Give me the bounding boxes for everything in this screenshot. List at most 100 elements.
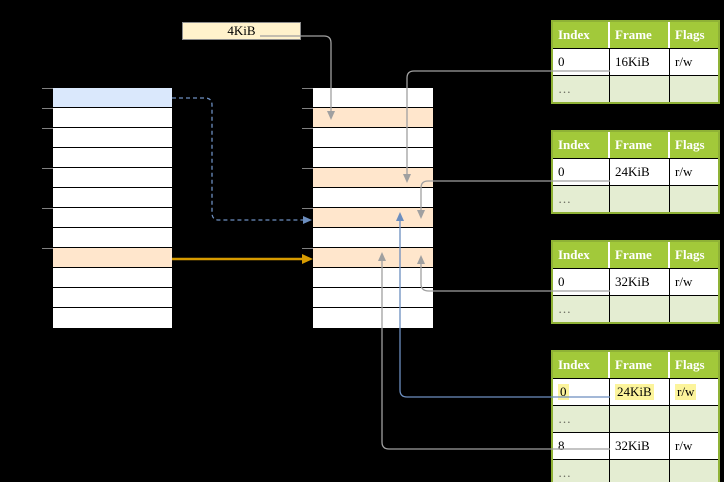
table-row: 0 24KiB r/w: [553, 378, 718, 405]
cell-value: 32KiB: [615, 438, 650, 453]
address-tick: [42, 128, 53, 129]
memory-row-white: [53, 168, 172, 188]
cell-value: 8: [558, 438, 565, 453]
table-cell: 32KiB: [610, 269, 670, 295]
table-row: 0 24KiB r/w: [553, 158, 718, 185]
left-memory-table: [52, 87, 173, 329]
memory-row-peach: [313, 208, 433, 228]
ellipsis-row: …: [553, 295, 718, 322]
table-cell: [670, 76, 718, 102]
table-cell: 24KiB: [610, 379, 670, 405]
cell-value: 24KiB: [615, 164, 650, 179]
cell-value: …: [558, 411, 571, 426]
arrowhead-right-icon: [303, 216, 312, 224]
table-cell: 0: [553, 379, 610, 405]
table-cell: …: [553, 76, 610, 102]
table-cell: [610, 460, 670, 482]
table-cell: 24KiB: [610, 159, 670, 185]
memory-row-white: [313, 128, 433, 148]
memory-row-white: [313, 308, 433, 328]
cell-value: 16KiB: [615, 54, 650, 69]
cell-value: 32KiB: [615, 274, 650, 289]
table-cell: …: [553, 460, 610, 482]
cell-value: …: [558, 81, 571, 96]
cell-value: …: [558, 465, 571, 480]
memory-row-white: [53, 188, 172, 208]
memory-row-peach: [313, 108, 433, 128]
address-tick: [42, 208, 53, 209]
ellipsis-row: …: [553, 75, 718, 102]
table-cell: 32KiB: [610, 433, 670, 459]
table-cell: [670, 460, 718, 482]
memory-row-white: [313, 268, 433, 288]
table-row: 8 32KiB r/w: [553, 432, 718, 459]
ellipsis-row: …: [553, 405, 718, 432]
header-cell: Frame: [610, 22, 670, 48]
table-cell: 0: [553, 49, 610, 75]
table-cell: …: [553, 296, 610, 322]
memory-row-white: [313, 228, 433, 248]
address-tick: [302, 168, 313, 169]
memory-row-white: [53, 268, 172, 288]
table-cell: r/w: [670, 159, 718, 185]
address-tick: [42, 88, 53, 89]
header-cell: Flags: [675, 137, 705, 152]
cell-value: 0: [558, 54, 565, 69]
table-cell: [670, 406, 718, 432]
address-tick: [42, 248, 53, 249]
memory-row-blue: [53, 88, 172, 108]
memory-row-white: [53, 108, 172, 128]
address-tick: [302, 248, 313, 249]
memory-row-white: [53, 148, 172, 168]
table-cell: …: [553, 406, 610, 432]
table-cell: r/w: [670, 433, 718, 459]
table-row: 0 16KiB r/w: [553, 48, 718, 75]
header-cell: Index: [553, 242, 610, 268]
address-tick: [302, 108, 313, 109]
table-cell: [610, 406, 670, 432]
memory-row-white: [53, 208, 172, 228]
address-tick: [302, 128, 313, 129]
highlighted-value: 0: [558, 384, 569, 400]
table-cell: [610, 186, 670, 212]
table-cell: r/w: [670, 49, 718, 75]
table-cell: 8: [553, 433, 610, 459]
table-cell: [670, 296, 718, 322]
cell-value: r/w: [675, 54, 693, 69]
address-tick: [302, 88, 313, 89]
header-cell: Flags: [675, 247, 705, 262]
header-cell: Flags: [675, 357, 705, 372]
table-cell: 0: [553, 159, 610, 185]
table-cell: 0: [553, 269, 610, 295]
cell-value: …: [558, 301, 571, 316]
cell-value: …: [558, 191, 571, 206]
memory-row-white: [53, 288, 172, 308]
table-cell: 16KiB: [610, 49, 670, 75]
memory-row-white: [53, 228, 172, 248]
cell-value: r/w: [675, 438, 693, 453]
highlighted-value: r/w: [675, 384, 697, 400]
table-cell: r/w: [670, 269, 718, 295]
memory-row-white: [313, 188, 433, 208]
memory-row-white: [53, 128, 172, 148]
table-cell: [610, 76, 670, 102]
table-row: 0 32KiB r/w: [553, 268, 718, 295]
header-cell: Flags: [675, 27, 705, 42]
cell-value: 0: [558, 274, 565, 289]
header-cell: Frame: [610, 242, 670, 268]
arrow-blue-entry-dashed: [172, 97, 303, 221]
middle-memory-table: [312, 87, 434, 329]
address-tick: [42, 168, 53, 169]
memory-row-white: [313, 148, 433, 168]
memory-row-white: [53, 308, 172, 328]
header-cell: Index: [553, 22, 610, 48]
table-cell: r/w: [670, 379, 718, 405]
memory-row-peach: [313, 168, 433, 188]
cell-value: r/w: [675, 164, 693, 179]
